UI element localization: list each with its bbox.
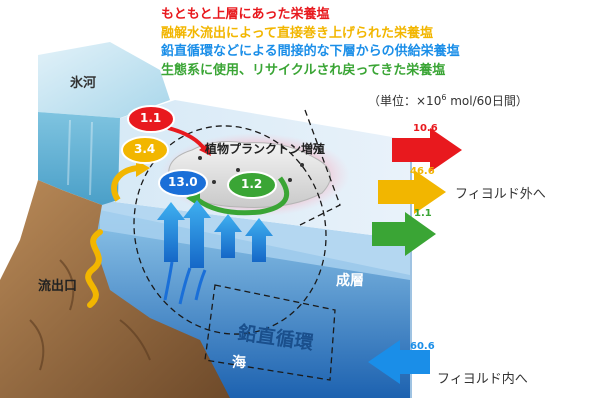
bubble-yellow-value: 3.4 <box>134 142 156 156</box>
deep-upwelling-streaks <box>163 261 207 305</box>
legend-item-yellow: 融解水流出によって直接巻き上げられた栄養塩 <box>161 25 433 41</box>
legend-item-red: もともと上層にあった栄養塩 <box>161 7 330 22</box>
outflow-arrow-green <box>372 212 436 256</box>
bubble-blue-value: 13.0 <box>168 175 198 189</box>
circulation-box-outline <box>204 284 336 381</box>
to-inside-label: フィヨルド内へ <box>437 372 528 387</box>
outflow-arrow-red <box>392 128 462 172</box>
water-block-side <box>410 140 412 398</box>
bloom-boundary-outline <box>299 109 341 226</box>
unit-label: （単位：×106 mol/60日間） <box>368 92 528 109</box>
bubble-bg-red <box>127 105 175 133</box>
bubble-green-value: 1.2 <box>241 177 263 191</box>
legend-item-green: 生態系に使用、リサイクルされ戻ってきた栄養塩 <box>161 62 446 78</box>
outflow-arrow-yellow <box>378 170 446 214</box>
plankton-label: 植物プランクトン増殖 <box>205 142 326 156</box>
unit-exponent: 6 <box>441 93 447 102</box>
sea-label: 海 <box>232 355 246 371</box>
bubble-bg-yellow <box>121 136 169 164</box>
to-outside-label: フィヨルド外へ <box>455 187 546 202</box>
outflow-green-value: 1.1 <box>414 208 432 219</box>
unit-prefix: （単位：×10 <box>368 94 442 108</box>
glacier-label: 氷河 <box>70 76 97 91</box>
glacier-front <box>38 112 120 205</box>
outflow-red-value: 10.6 <box>413 123 438 134</box>
inflow-arrow-blue <box>368 340 430 384</box>
outflow-label: 流出口 <box>38 279 78 294</box>
bubble-bg-green <box>227 171 277 199</box>
inflow-blue-value: 60.6 <box>410 341 435 352</box>
stratified-label: 成層 <box>336 273 364 289</box>
recycling-arrow <box>196 176 290 216</box>
unit-suffix: mol/60日間） <box>446 94 528 108</box>
bubble-bg-blue <box>158 169 208 197</box>
circulation-loop-outline <box>133 125 327 335</box>
outflow-yellow-value: 46.6 <box>410 166 435 177</box>
upwelling-arrows <box>157 200 273 268</box>
meltwater-plume <box>85 229 103 308</box>
meltwater-rise-arrow <box>111 165 139 202</box>
glacier-top <box>38 42 170 118</box>
legend-item-blue: 鉛直循環などによる間接的な下層からの供給栄養塩 <box>161 44 460 59</box>
rock-seabed <box>0 180 230 398</box>
bubble-red-value: 1.1 <box>140 111 162 125</box>
legend: もともと上層にあった栄養塩 融解水流出によって直接巻き上げられた栄養塩 鉛直循環… <box>161 6 460 80</box>
